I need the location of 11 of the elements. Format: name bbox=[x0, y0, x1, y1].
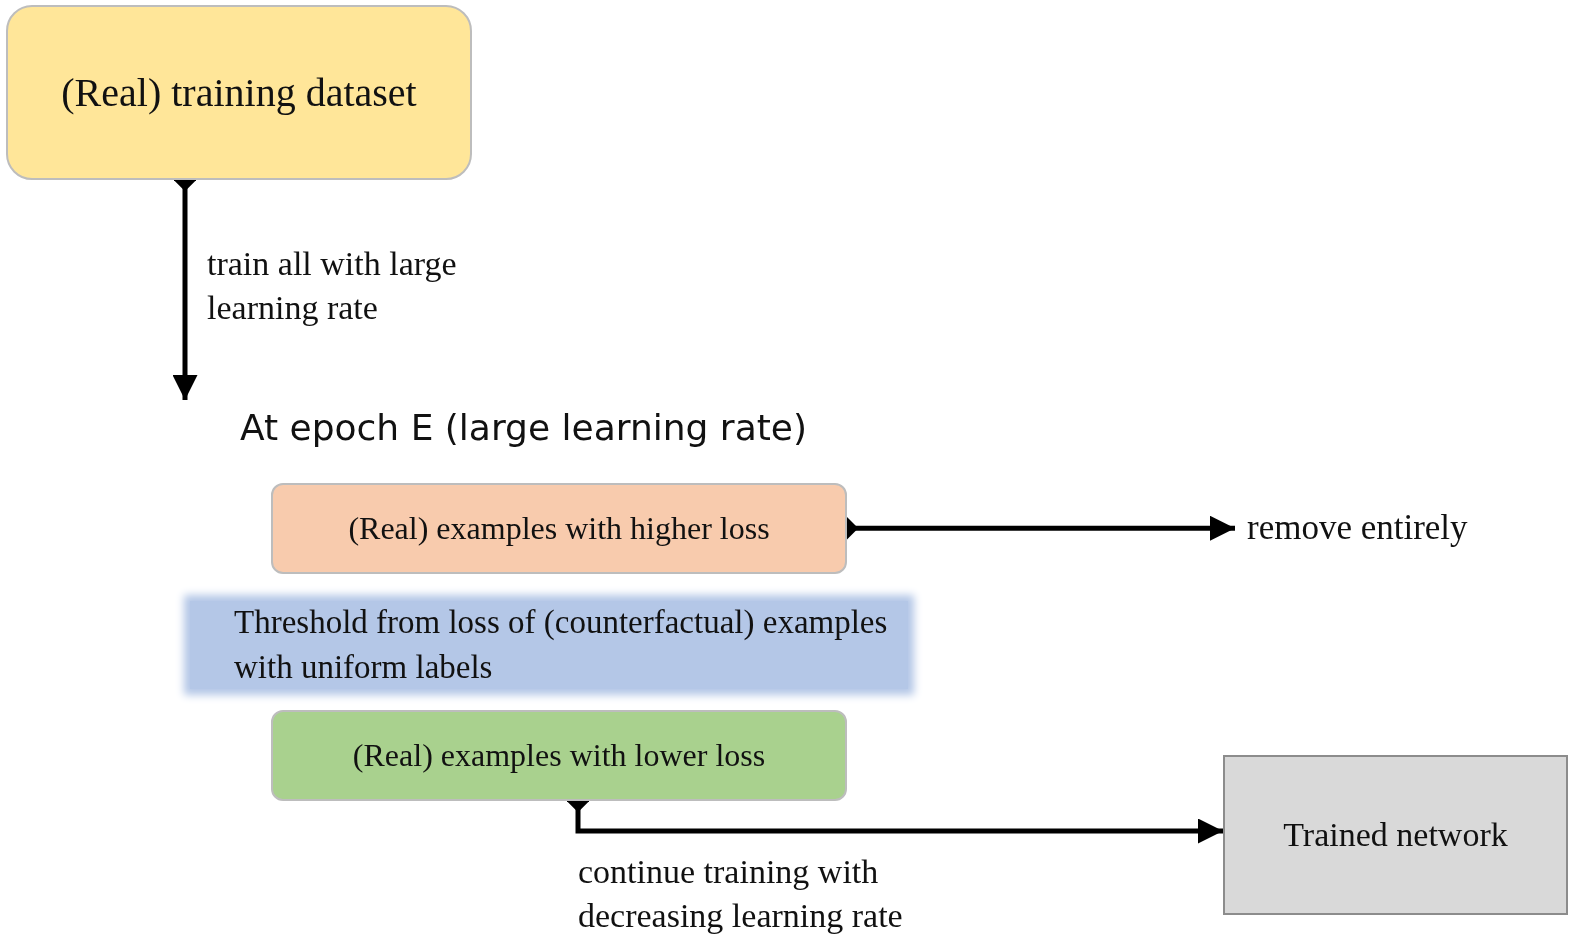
box-label: Trained network bbox=[1283, 816, 1508, 854]
dataset-box bbox=[6, 5, 472, 180]
box-label: (Real) examples with lower loss bbox=[352, 737, 766, 774]
stage-heading: At epoch E (large learning rate) bbox=[240, 407, 808, 448]
higher-loss-box bbox=[271, 483, 847, 574]
lower-loss-box bbox=[271, 710, 847, 801]
result-box bbox=[1223, 755, 1568, 915]
box-label: (Real) examples with higher loss bbox=[348, 510, 770, 547]
box-label: Threshold from loss of (counterfactual) examples with uniform labels bbox=[234, 603, 889, 687]
outcome-text: remove entirely bbox=[1247, 508, 1468, 548]
box-label: (Real) training dataset bbox=[61, 69, 417, 116]
